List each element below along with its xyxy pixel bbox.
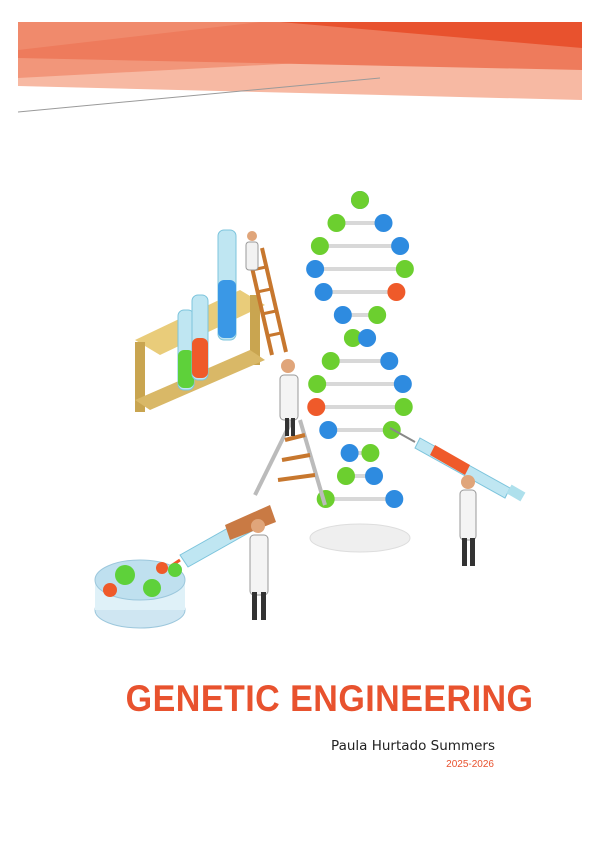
scientist-icon — [249, 519, 269, 620]
dna-base — [307, 398, 326, 416]
dna-base — [308, 375, 327, 393]
academic-years: 2025-2026 — [446, 759, 494, 770]
dna-base — [310, 237, 329, 255]
dna-base — [380, 352, 399, 370]
dna-base — [343, 329, 362, 347]
dna-base — [365, 467, 384, 485]
dna-base — [327, 214, 346, 232]
syringe-icon — [389, 427, 526, 502]
dna-helix-icon — [306, 191, 414, 508]
dna-base — [387, 283, 406, 301]
dna-base — [361, 444, 380, 462]
dna-base — [336, 467, 355, 485]
header-banner — [17, 22, 582, 113]
scientist-icon — [459, 475, 477, 566]
test-tube-rack-icon — [135, 229, 265, 412]
dna-base — [306, 260, 325, 278]
syringe-icon — [167, 505, 276, 570]
dna-base — [374, 214, 393, 232]
dna-base — [368, 306, 387, 324]
dna-base — [385, 490, 404, 508]
dna-base — [333, 306, 352, 324]
dna-base — [358, 329, 377, 347]
dna-base — [395, 260, 414, 278]
dna-base — [340, 444, 359, 462]
dna-base — [314, 283, 333, 301]
scientist-icon — [279, 359, 299, 436]
petri-dish-icon — [94, 559, 186, 629]
ladder-icon — [253, 419, 327, 506]
dna-base — [391, 237, 410, 255]
author-name: Paula Hurtado Summers — [331, 738, 495, 754]
dna-base — [321, 352, 340, 370]
dna-base — [351, 191, 369, 209]
dna-base — [394, 398, 413, 416]
dna-base — [393, 375, 412, 393]
cover-illustration — [94, 191, 526, 629]
page-title: GENETIC ENGINEERING — [125, 678, 534, 719]
scientist-icon — [245, 231, 259, 271]
dna-base — [319, 421, 338, 439]
